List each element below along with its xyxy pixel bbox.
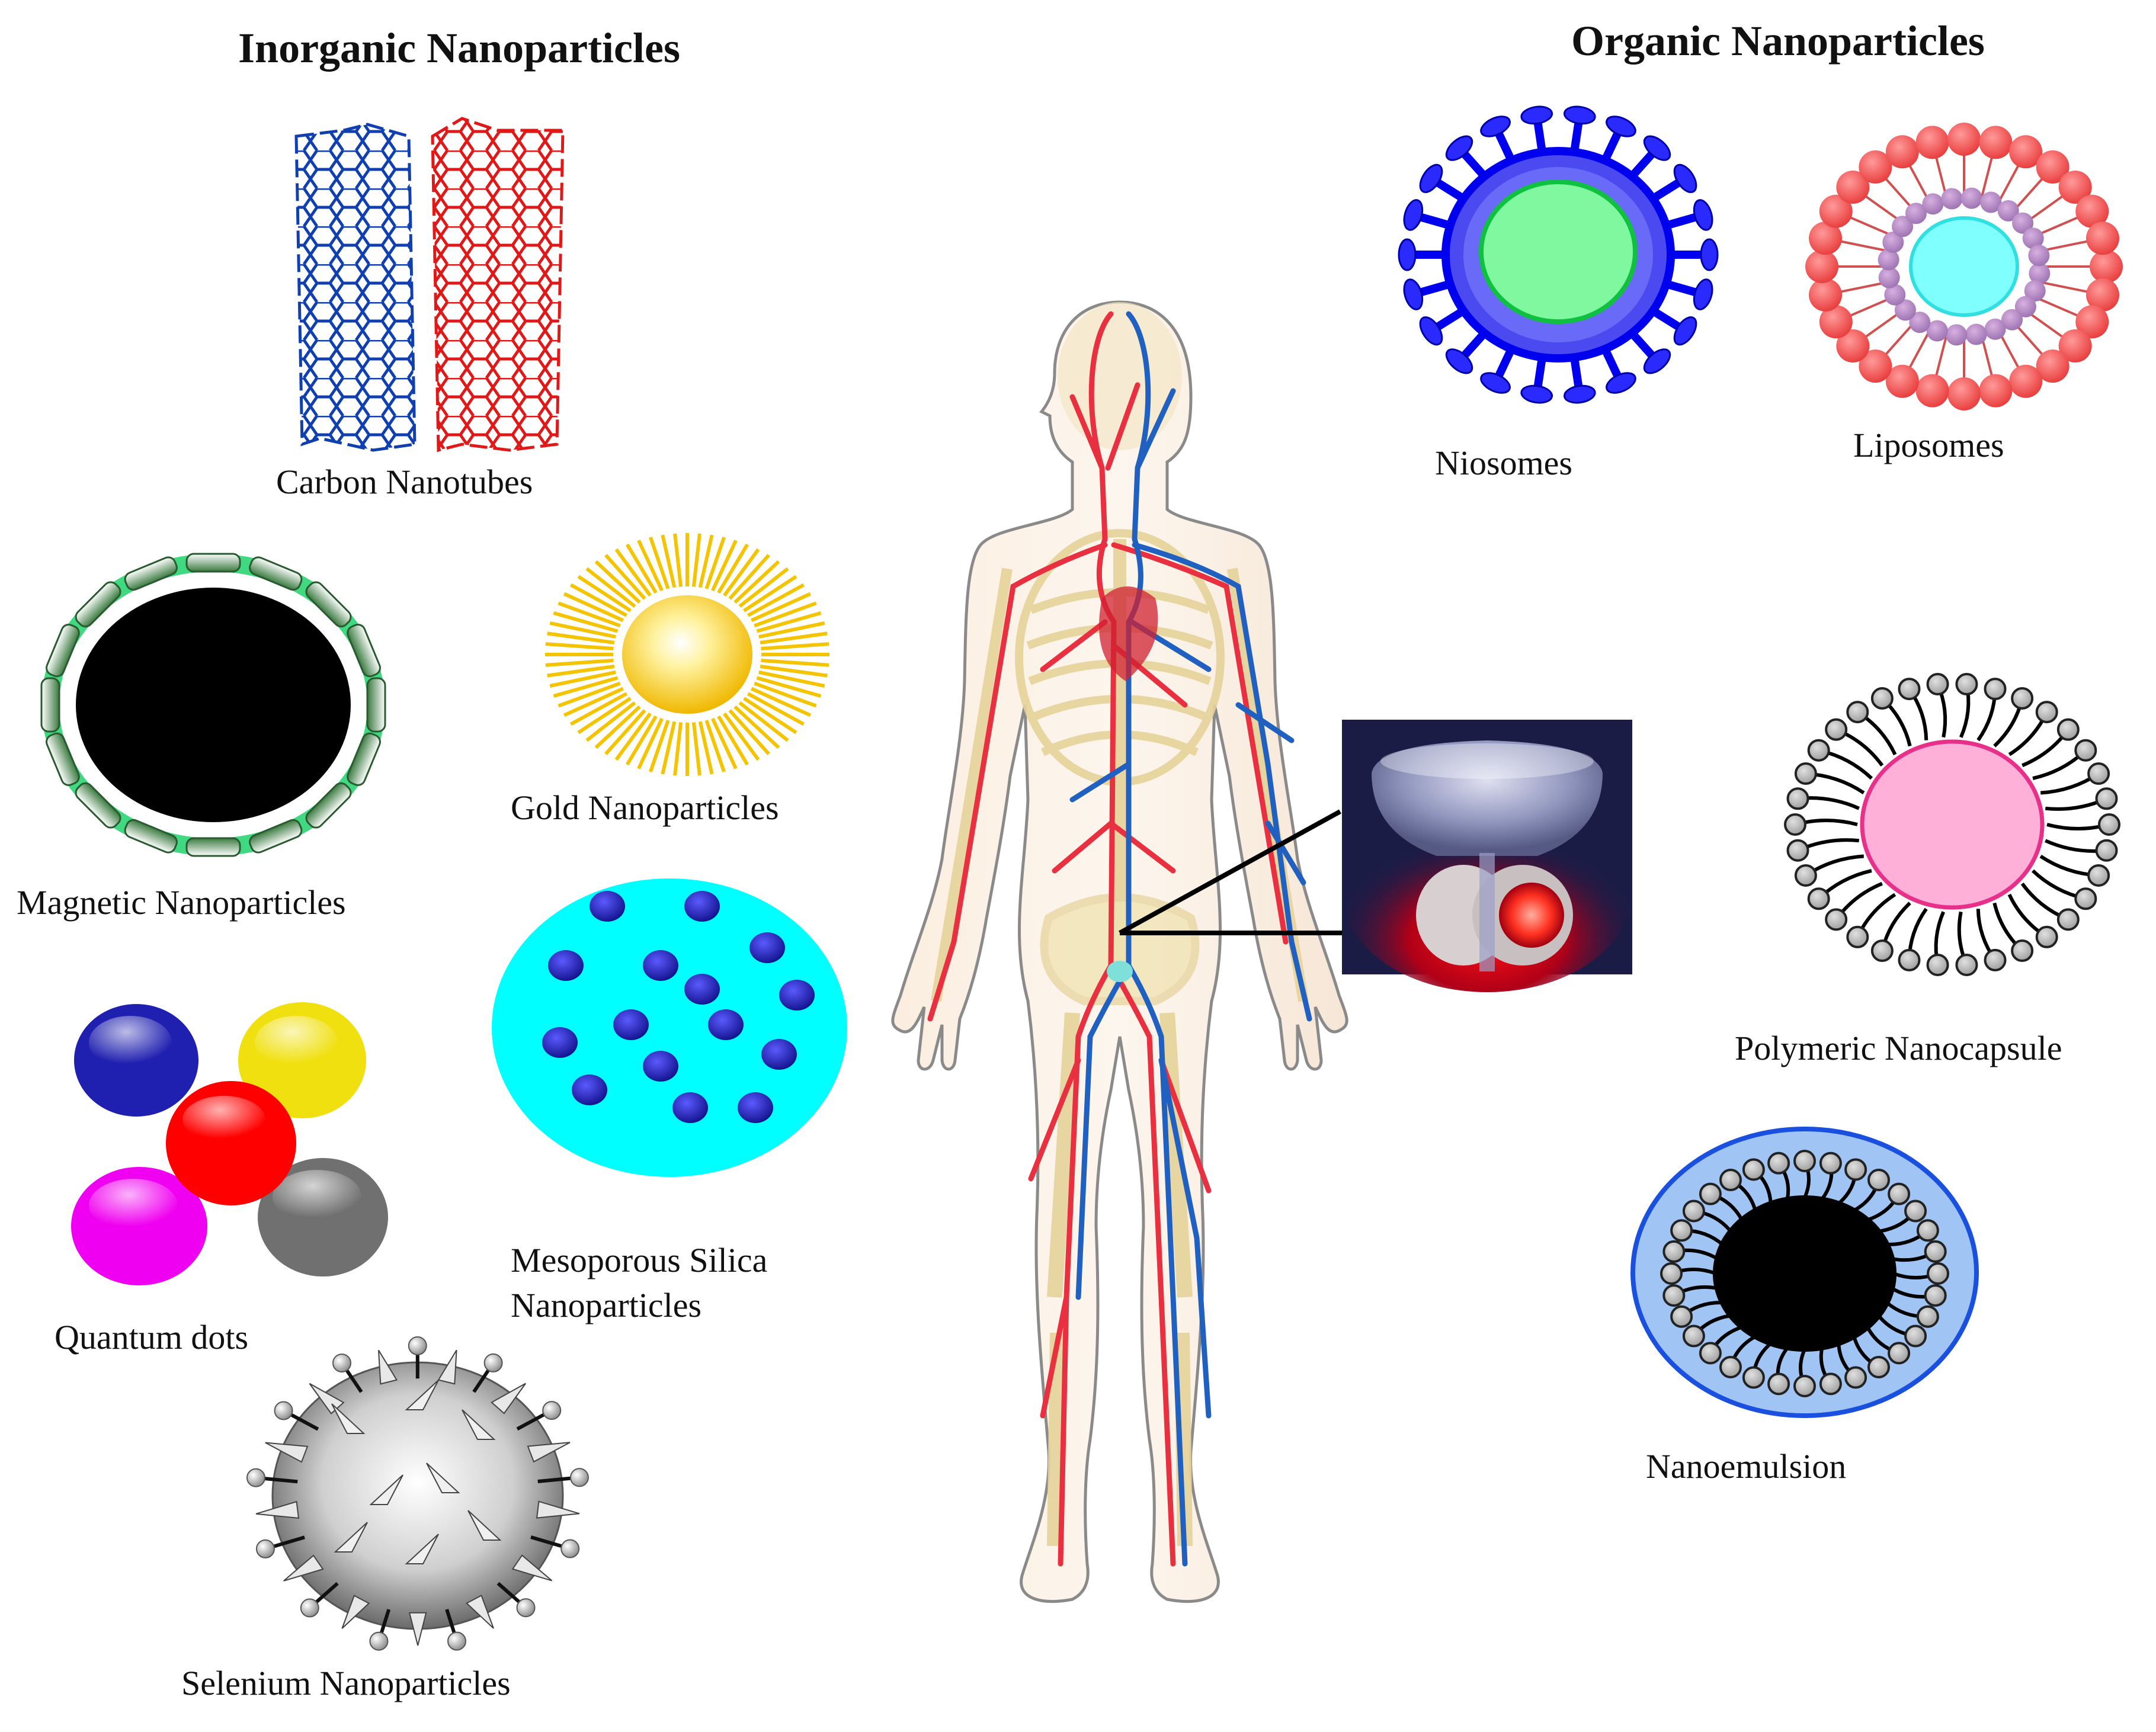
selenium-nanoparticle-figure: [246, 1336, 589, 1651]
carbon-nanotubes-figure: [294, 117, 565, 453]
selenium-nanoparticles-label: Selenium Nanoparticles: [181, 1664, 511, 1702]
human-body-illustration: [891, 300, 1348, 1603]
polymeric-nanocapsule-label: Polymeric Nanocapsule: [1735, 1029, 2062, 1067]
niosome-figure: [1398, 105, 1719, 404]
liposome-figure: [1805, 123, 2123, 410]
organic-heading: Organic Nanoparticles: [1571, 17, 1985, 65]
nanoemulsion-figure: [1630, 1127, 1979, 1418]
mesoporous-silica-figure: [492, 878, 847, 1177]
niosomes-label: Niosomes: [1435, 444, 1572, 482]
inorganic-heading: Inorganic Nanoparticles: [238, 24, 680, 72]
quantum-dots-figure: [71, 1002, 388, 1285]
quantum-dots-label: Quantum dots: [55, 1318, 249, 1356]
mesoporous-silica-label-line2: Nanoparticles: [511, 1286, 702, 1324]
nanoemulsion-label: Nanoemulsion: [1646, 1447, 1847, 1486]
mesoporous-silica-label-line1: Mesoporous Silica: [511, 1241, 768, 1279]
liposomes-label: Liposomes: [1853, 426, 2004, 464]
prostate-tumor-inset: [1342, 720, 1632, 992]
carbon-nanotubes-label: Carbon Nanotubes: [276, 463, 533, 501]
polymeric-nanocapsule-figure: [1784, 673, 2120, 976]
magnetic-nanoparticle-figure: [40, 553, 386, 857]
gold-nanoparticles-label: Gold Nanoparticles: [511, 788, 779, 827]
magnetic-nanoparticles-label: Magnetic Nanoparticles: [17, 883, 346, 922]
gold-nanoparticle-figure: [545, 533, 829, 776]
